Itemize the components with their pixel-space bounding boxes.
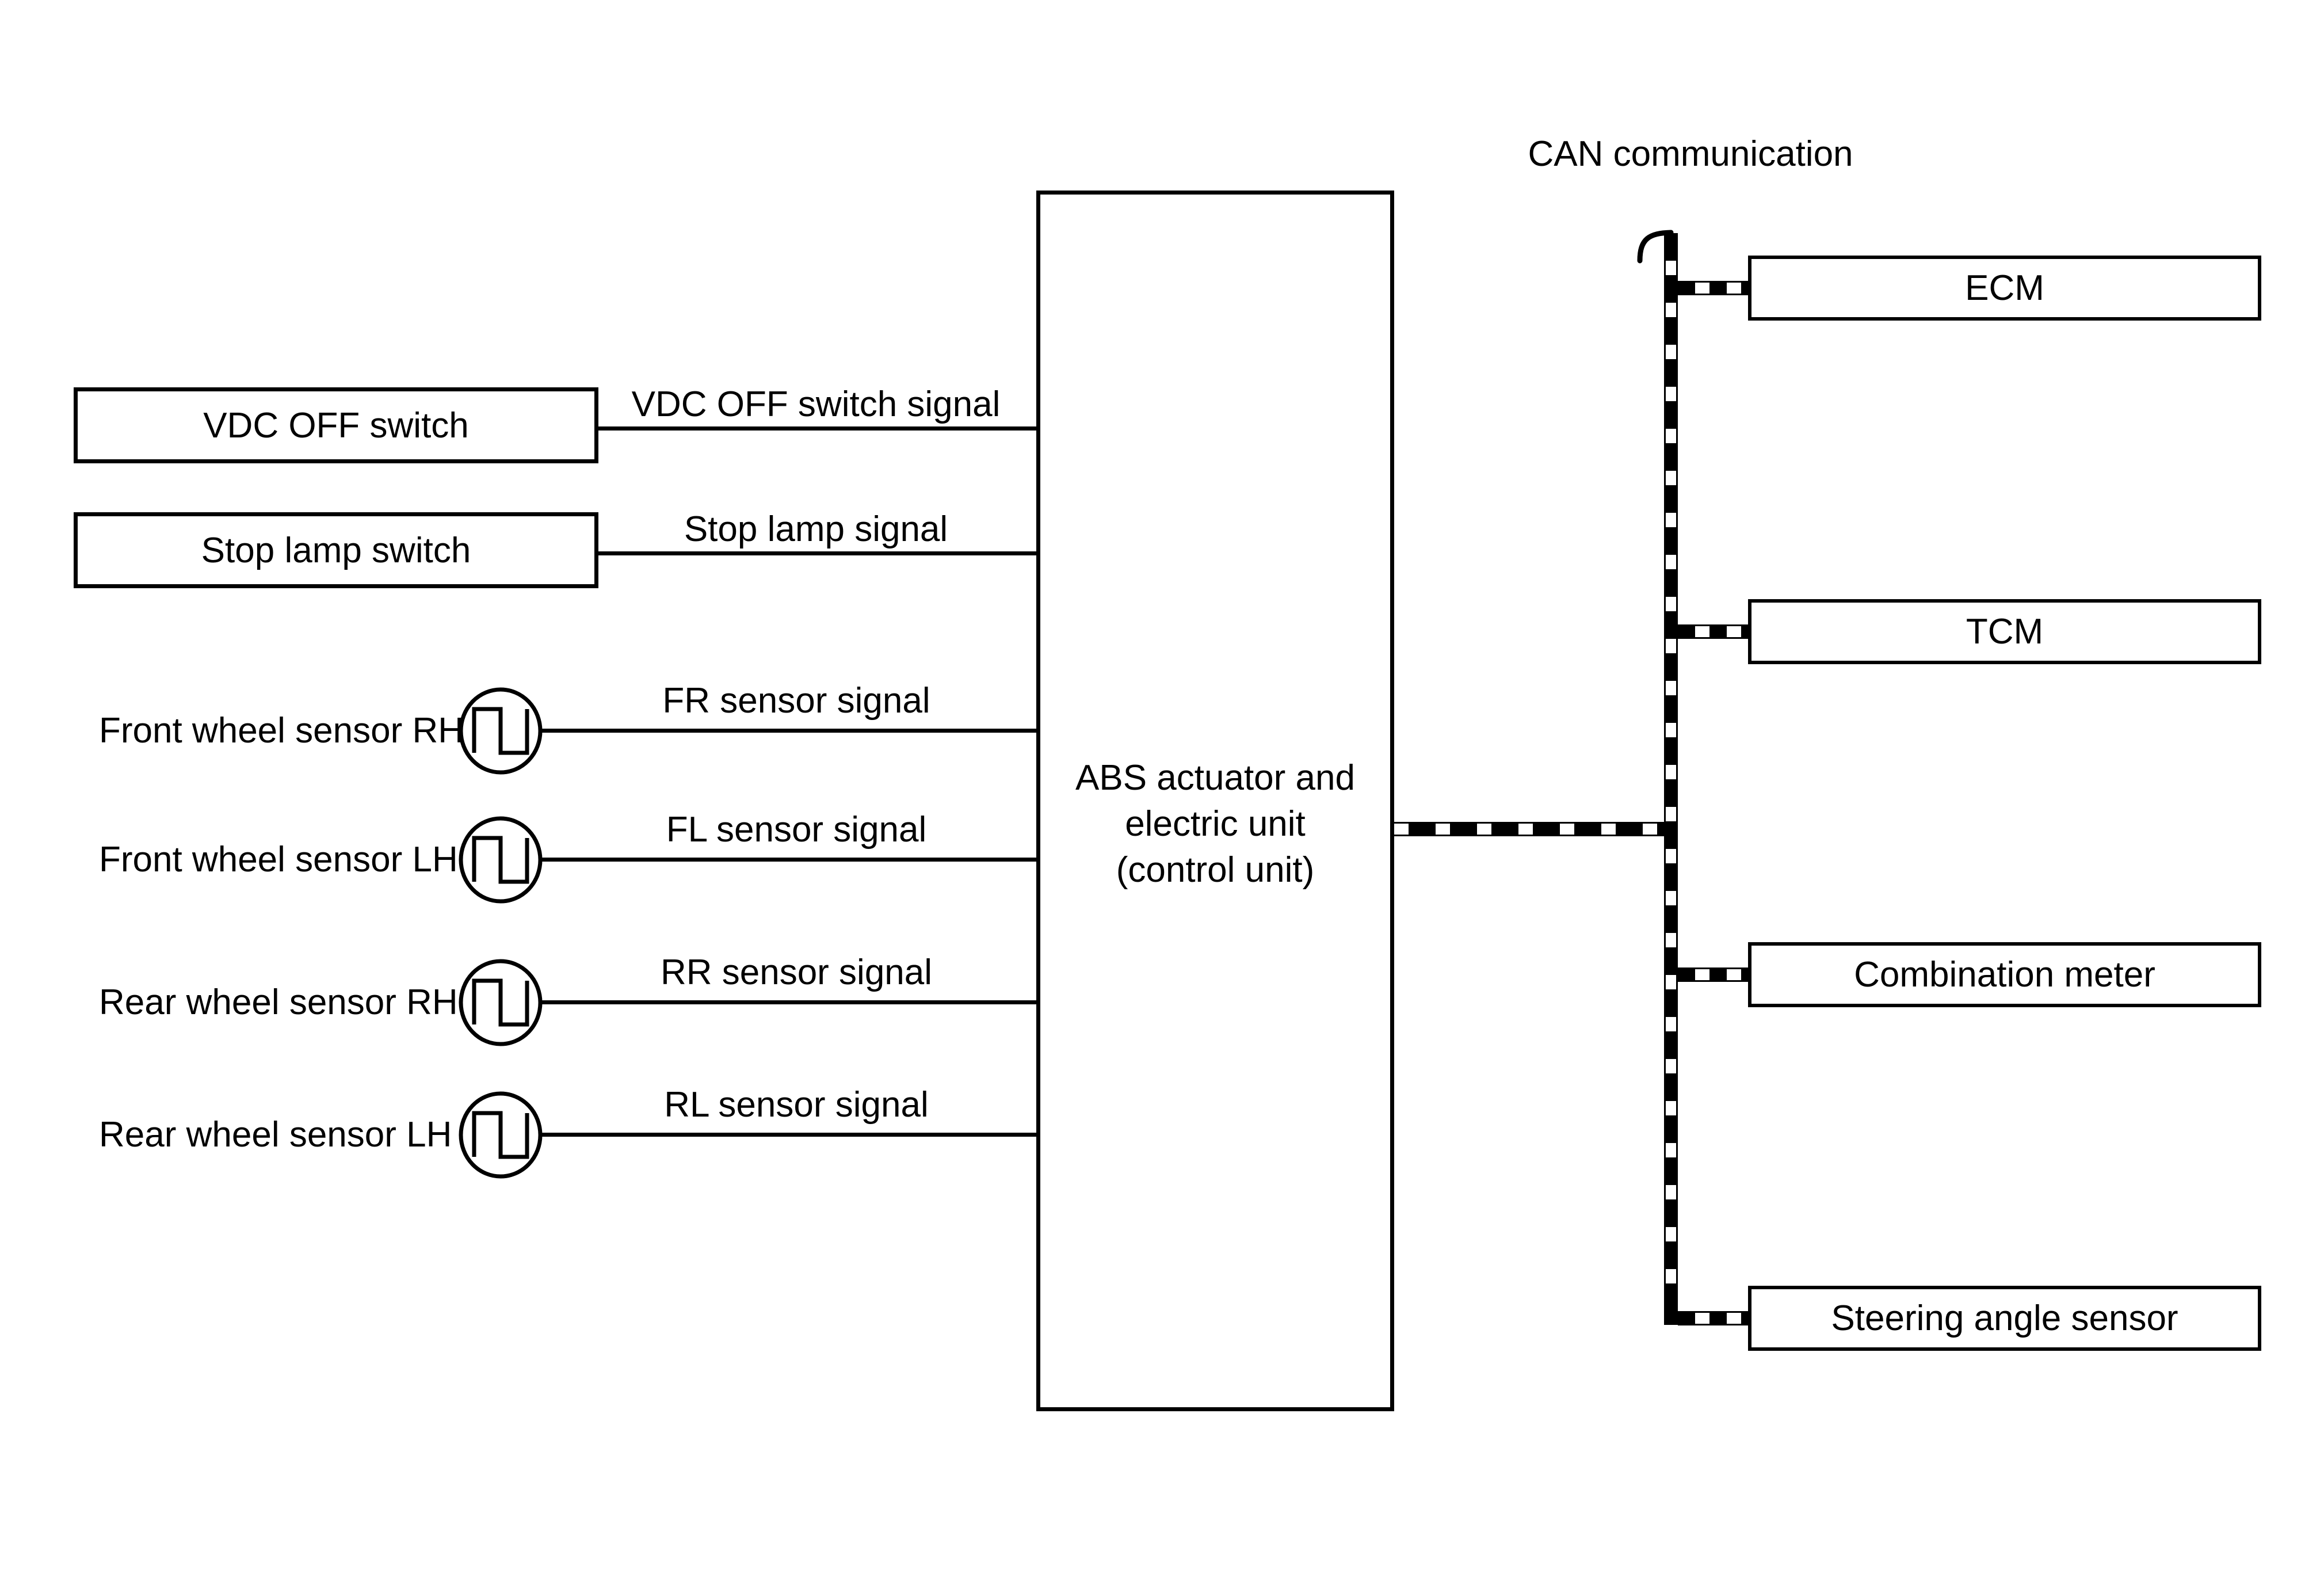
can-branch-tcm: [1678, 624, 1748, 639]
box-steering-angle-sensor: Steering angle sensor: [1748, 1286, 2261, 1351]
can-branch-abs-unit: [1394, 822, 1664, 836]
label-front-wheel-sensor-rh: Front wheel sensor RH: [99, 711, 464, 751]
label-rl-sensor-signal: RL sensor signal: [664, 1085, 929, 1125]
can-corner-patch: [1664, 1311, 1678, 1325]
pulse-sensor-icon: [459, 816, 543, 904]
label-can-communication: CAN communication: [1528, 134, 1853, 174]
abs-label-line1: ABS actuator and: [1075, 758, 1355, 798]
label-abs-actuator-unit: ABS actuator and electric unit (control …: [1036, 755, 1394, 893]
can-leader-hook-icon: [1637, 230, 1674, 264]
can-branch-ecm: [1678, 281, 1748, 295]
wire-rl-sensor-signal: [540, 1133, 1036, 1137]
can-branch-combination-meter: [1678, 967, 1748, 982]
box-stop-lamp-switch: Stop lamp switch: [74, 512, 598, 588]
label-rr-sensor-signal: RR sensor signal: [660, 953, 933, 992]
wire-rr-sensor-signal: [540, 1000, 1036, 1004]
box-tcm: TCM: [1748, 599, 2261, 664]
wire-vdc-off-switch-signal: [598, 426, 1036, 431]
can-junction-patch: [1664, 822, 1678, 836]
label-fr-sensor-signal: FR sensor signal: [662, 681, 930, 721]
label-rear-wheel-sensor-rh: Rear wheel sensor RH: [99, 982, 458, 1022]
box-abs-actuator-unit: [1036, 191, 1394, 1411]
pulse-sensor-icon: [459, 959, 543, 1046]
abs-label-line3: (control unit): [1116, 850, 1315, 890]
label-vdc-off-switch-signal: VDC OFF switch signal: [631, 384, 1001, 424]
label-stop-lamp-signal: Stop lamp signal: [684, 509, 948, 549]
box-ecm: ECM: [1748, 256, 2261, 321]
pulse-sensor-icon: [459, 687, 543, 775]
can-trunk-line: [1664, 233, 1678, 1325]
box-combination-meter: Combination meter: [1748, 942, 2261, 1007]
label-rear-wheel-sensor-lh: Rear wheel sensor LH: [99, 1115, 452, 1155]
abs-label-line2: electric unit: [1125, 804, 1306, 844]
wire-fl-sensor-signal: [540, 858, 1036, 862]
label-fl-sensor-signal: FL sensor signal: [666, 810, 927, 850]
wire-fr-sensor-signal: [540, 729, 1036, 733]
can-branch-steering-angle-sensor: [1678, 1311, 1748, 1325]
pulse-sensor-icon: [459, 1091, 543, 1179]
box-vdc-off-switch: VDC OFF switch: [74, 387, 598, 463]
wire-stop-lamp-signal: [598, 551, 1036, 555]
label-front-wheel-sensor-lh: Front wheel sensor LH: [99, 840, 458, 879]
